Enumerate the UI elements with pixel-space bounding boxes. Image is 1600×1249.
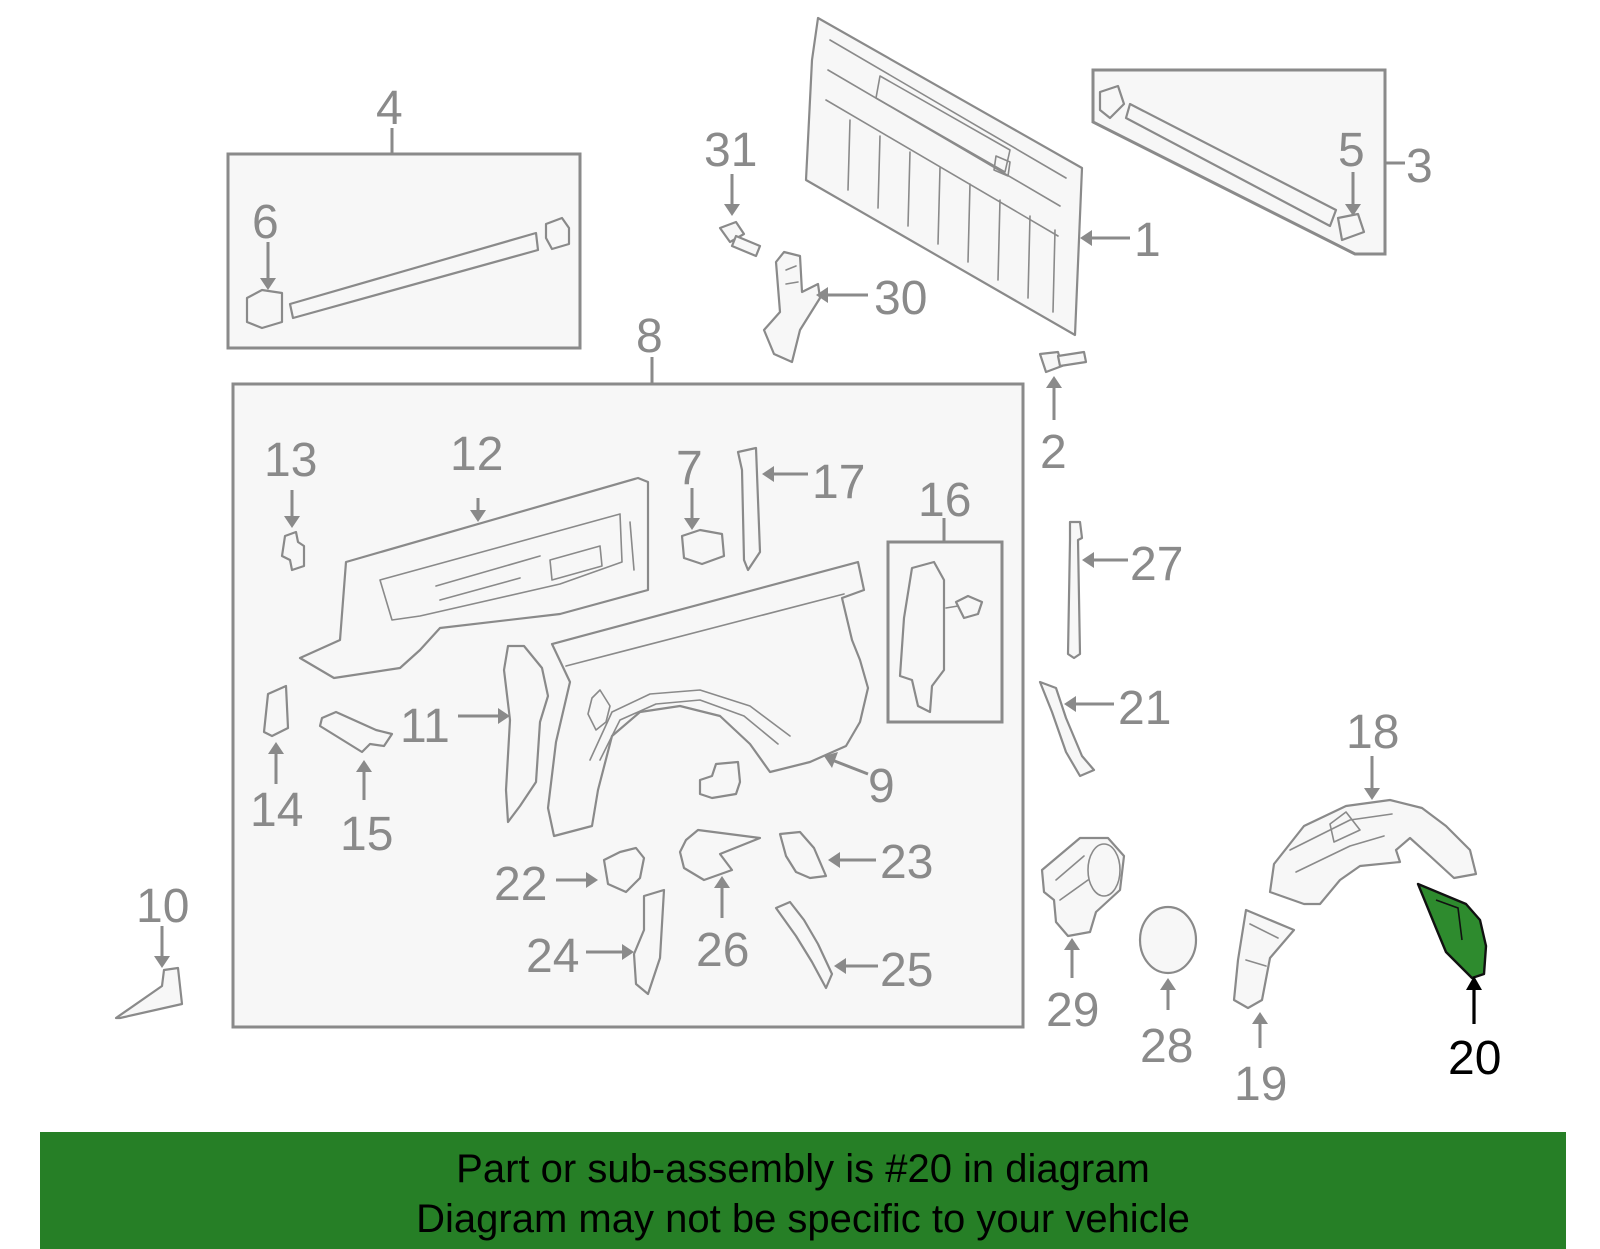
callout-11: 11 bbox=[400, 700, 450, 753]
callout-17: 17 bbox=[812, 456, 865, 509]
part-31-bolt bbox=[718, 174, 762, 258]
callout-27: 27 bbox=[1130, 538, 1183, 591]
callout-26: 26 bbox=[696, 924, 749, 977]
side-rail-strip bbox=[288, 231, 540, 320]
callout-31: 31 bbox=[704, 124, 757, 177]
part-19 bbox=[1232, 908, 1296, 1048]
callout-3: 3 bbox=[1406, 140, 1433, 193]
info-banner: Part or sub-assembly is #20 in diagram D… bbox=[40, 1132, 1566, 1249]
callout-9: 9 bbox=[868, 760, 895, 813]
callout-20: 20 bbox=[1448, 1032, 1501, 1085]
part-18-wheelhouse bbox=[1268, 756, 1478, 906]
callout-13: 13 bbox=[264, 434, 317, 487]
callout-10: 10 bbox=[136, 880, 189, 933]
callout-28: 28 bbox=[1140, 1020, 1193, 1073]
callout-2: 2 bbox=[1040, 426, 1067, 479]
side-rail-cap-right bbox=[544, 216, 571, 251]
callout-1: 1 bbox=[1134, 214, 1161, 267]
part-2-bolt bbox=[1038, 350, 1088, 420]
part-10 bbox=[114, 926, 184, 1020]
side-rail-cap-left bbox=[245, 288, 284, 330]
parts-diagram: 1 2 3 4 5 6 7 8 9 10 11 12 13 14 15 16 1… bbox=[114, 16, 1501, 1111]
part-29 bbox=[1040, 836, 1126, 978]
callout-22: 22 bbox=[494, 858, 547, 911]
callout-25: 25 bbox=[880, 944, 933, 997]
callout-6: 6 bbox=[252, 196, 279, 249]
callout-8: 8 bbox=[636, 310, 663, 363]
group-box-8 bbox=[231, 357, 1025, 1029]
banner-line-2: Diagram may not be specific to your vehi… bbox=[416, 1197, 1190, 1241]
callout-24: 24 bbox=[526, 930, 579, 983]
callout-14: 14 bbox=[250, 784, 303, 837]
callout-15: 15 bbox=[340, 808, 393, 861]
part-1-tailgate bbox=[804, 16, 1130, 337]
callout-4: 4 bbox=[376, 82, 403, 135]
callout-21: 21 bbox=[1118, 682, 1171, 735]
highlighted-part-20 bbox=[1416, 882, 1488, 980]
banner-line-1: Part or sub-assembly is #20 in diagram bbox=[456, 1147, 1150, 1191]
callout-19: 19 bbox=[1234, 1058, 1287, 1111]
part-27 bbox=[1066, 520, 1128, 660]
callout-12: 12 bbox=[450, 428, 503, 481]
group-box-4 bbox=[226, 128, 582, 350]
callout-18: 18 bbox=[1346, 706, 1399, 759]
callout-16: 16 bbox=[918, 474, 971, 527]
part-20-highlight bbox=[1416, 882, 1488, 1024]
callout-30: 30 bbox=[874, 272, 927, 325]
part-21 bbox=[1038, 680, 1114, 778]
callout-7: 7 bbox=[676, 442, 703, 495]
callout-23: 23 bbox=[880, 836, 933, 889]
callout-29: 29 bbox=[1046, 984, 1099, 1037]
group-box-3 bbox=[1091, 68, 1405, 256]
part-30-hinge bbox=[762, 250, 868, 364]
callout-5: 5 bbox=[1338, 124, 1365, 177]
part-28 bbox=[1138, 905, 1198, 1010]
